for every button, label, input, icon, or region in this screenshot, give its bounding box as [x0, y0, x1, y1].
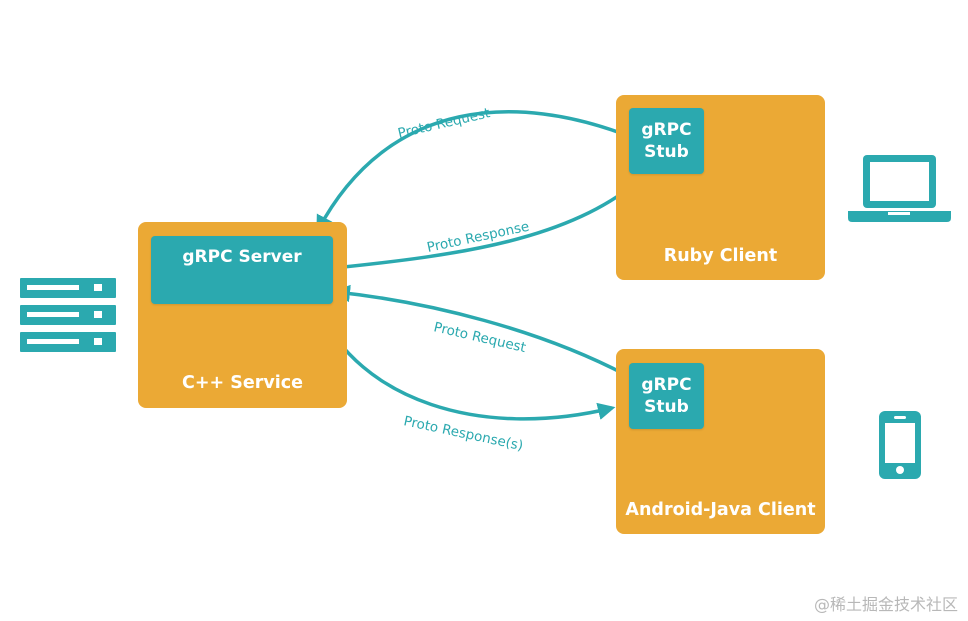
- watermark: @稀土掘金技术社区: [813, 595, 958, 614]
- android-stub-label-line1: gRPC: [641, 375, 692, 395]
- edge-ruby-response-label: Proto Response: [426, 219, 531, 256]
- edge-android-request-label: Proto Request: [432, 319, 527, 356]
- edge-ruby-response: [333, 175, 645, 270]
- edge-ruby-request: [316, 110, 627, 234]
- cpp-service-box: gRPC Server C++ Service: [138, 222, 347, 408]
- ruby-stub-label-line2: Stub: [644, 142, 689, 162]
- edge-android-request: [332, 284, 627, 377]
- grpc-server-label: gRPC Server: [182, 247, 302, 267]
- android-stub-label-line2: Stub: [644, 397, 689, 417]
- edge-android-response: [316, 307, 616, 421]
- android-client-box: gRPC Stub Android-Java Client: [616, 349, 825, 534]
- grpc-server-component: gRPC Server: [151, 236, 333, 304]
- ruby-client-box: gRPC Stub Ruby Client: [616, 95, 825, 280]
- ruby-client-label: Ruby Client: [663, 246, 778, 266]
- cpp-service-label: C++ Service: [181, 373, 303, 393]
- edge-ruby-request-label: Proto Request: [396, 105, 491, 142]
- android-client-label: Android-Java Client: [625, 500, 816, 520]
- android-grpc-stub-component: gRPC Stub: [629, 363, 704, 429]
- ruby-grpc-stub-component: gRPC Stub: [629, 108, 704, 174]
- ruby-stub-label-line1: gRPC: [641, 120, 692, 140]
